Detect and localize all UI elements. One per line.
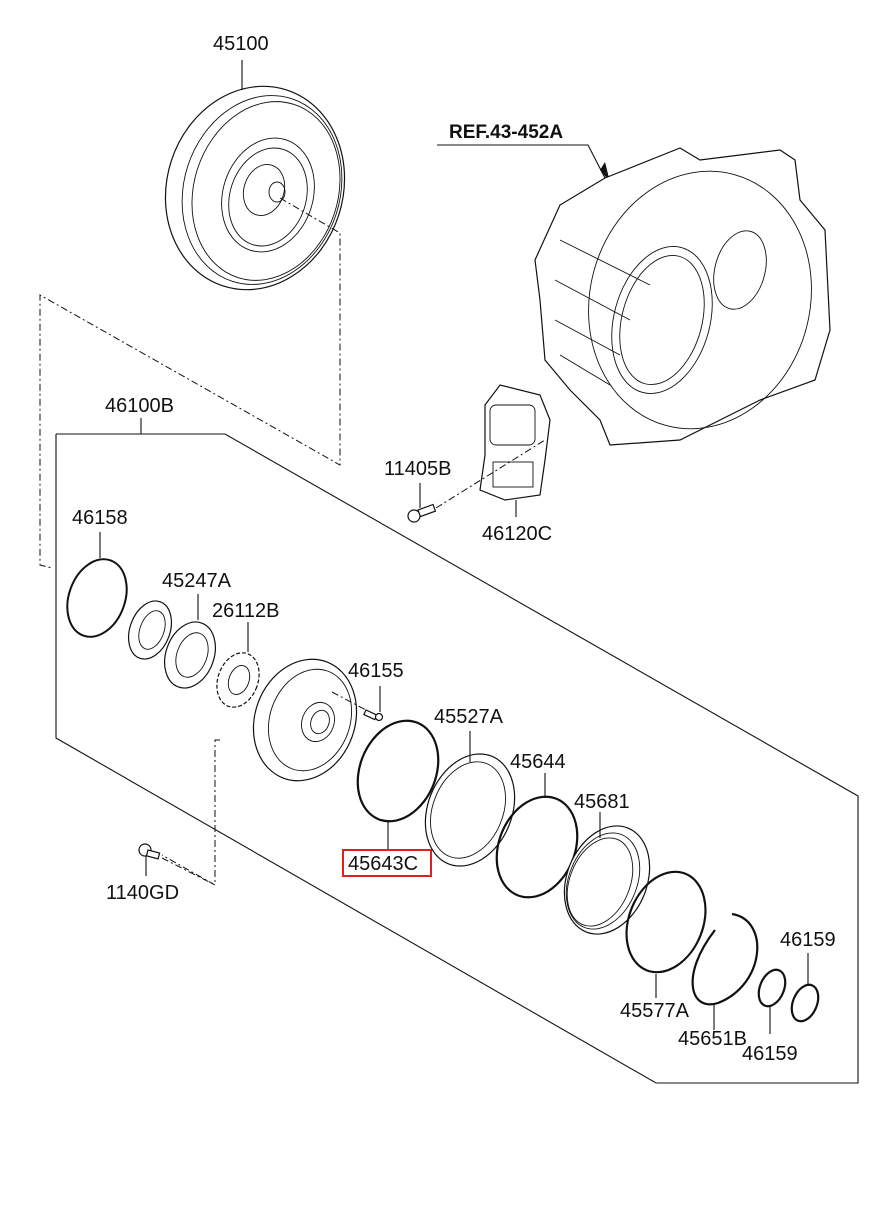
seal-ring-45643C[interactable] xyxy=(343,709,452,834)
part-label-45100[interactable]: 45100 xyxy=(213,33,269,55)
part-label-45644[interactable]: 45644 xyxy=(510,751,566,773)
part-label-46120C[interactable]: 46120C xyxy=(482,523,552,545)
o-ring-46159-left[interactable] xyxy=(754,966,790,1010)
snap-ring-45651B[interactable] xyxy=(691,912,759,1006)
pump-gear-outer[interactable] xyxy=(156,615,224,695)
valve-assembly-46120C[interactable] xyxy=(479,384,551,501)
part-label-45643C[interactable]: 45643C xyxy=(348,853,418,875)
oil-pump-body[interactable] xyxy=(237,645,373,796)
bolt-1140GD[interactable] xyxy=(138,843,161,860)
part-label-45577A[interactable]: 45577A xyxy=(620,1000,690,1022)
part-label-45527A[interactable]: 45527A xyxy=(434,706,504,728)
part-label-26112B[interactable]: 26112B xyxy=(212,600,279,622)
return-spring-45681[interactable] xyxy=(549,813,665,947)
o-ring-46159-right[interactable] xyxy=(787,981,823,1025)
part-label-46159-bottom[interactable]: 46159 xyxy=(742,1043,798,1065)
part-label-11405B[interactable]: 11405B xyxy=(384,458,451,480)
screw-46155[interactable] xyxy=(363,709,384,722)
highlight-box xyxy=(342,849,432,877)
torque-converter-45100[interactable] xyxy=(139,63,370,313)
assembly-group-outline xyxy=(55,433,859,1084)
part-label-46100B[interactable]: 46100B xyxy=(105,395,174,417)
pump-gear-26112B[interactable] xyxy=(210,647,267,713)
reference-label[interactable]: REF.43-452A xyxy=(449,122,563,143)
part-label-45247A[interactable]: 45247A xyxy=(162,570,232,592)
part-label-46155[interactable]: 46155 xyxy=(348,660,404,682)
part-label-1140GD[interactable]: 1140GD xyxy=(106,882,179,904)
transaxle-case[interactable] xyxy=(534,146,840,454)
piston-45527A[interactable] xyxy=(409,740,530,879)
seal-ring-45577A[interactable] xyxy=(612,860,720,984)
o-ring-46158[interactable] xyxy=(57,551,137,645)
part-label-45681[interactable]: 45681 xyxy=(574,791,630,813)
oil-seal-45247A[interactable] xyxy=(121,595,179,665)
part-label-46159-top[interactable]: 46159 xyxy=(780,929,836,951)
part-label-45651B[interactable]: 45651B xyxy=(678,1028,747,1050)
bolt-11405B[interactable] xyxy=(407,503,437,523)
part-label-46158[interactable]: 46158 xyxy=(72,507,128,529)
